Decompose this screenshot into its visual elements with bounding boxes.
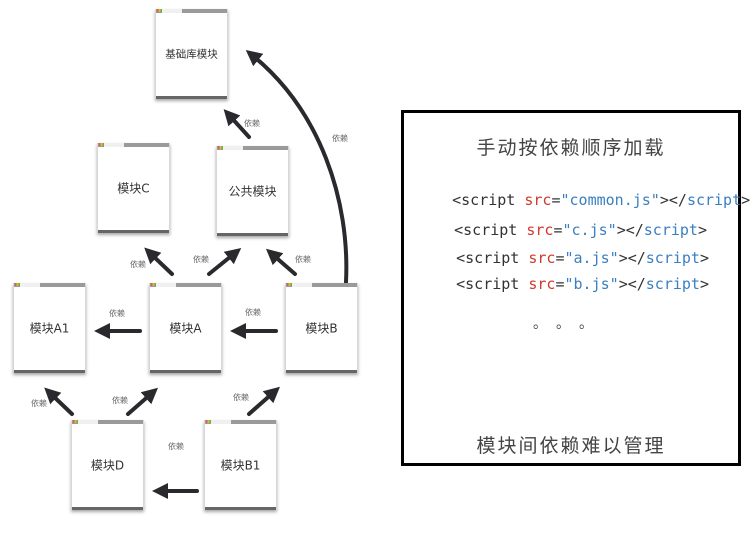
- equals: =: [551, 191, 561, 209]
- attr-value: "b.js": [564, 275, 619, 293]
- attr-value: "a.js": [564, 249, 619, 267]
- arrow-b-to-base-curved: [245, 49, 349, 284]
- panel-conclusion: 模块间依赖难以管理: [476, 435, 666, 457]
- tag-name: script: [645, 275, 700, 293]
- edge-label: 依赖: [295, 255, 311, 264]
- module-common: 公共模块: [216, 146, 289, 236]
- tag-end: >: [699, 275, 709, 293]
- ellipsis: 。。。: [533, 316, 609, 332]
- tag-open: <script: [452, 191, 516, 209]
- arrow-d-to-a: [126, 387, 159, 416]
- attr-name: src: [524, 191, 552, 209]
- window-titlebar: [205, 420, 276, 424]
- tag-open: <script: [454, 221, 518, 239]
- module-label: 模块B1: [220, 458, 261, 473]
- window-titlebar: [156, 9, 227, 13]
- tag-end: >: [697, 221, 707, 239]
- tag-close: ></: [618, 249, 646, 267]
- tag-close: ></: [659, 191, 687, 209]
- script-loading-panel: 手动按依赖顺序加载 <script src="common.js"></scri…: [401, 110, 750, 466]
- tag-open: <script: [456, 249, 520, 267]
- arrow-b-to-common: [265, 248, 297, 276]
- module-a1: 模块A1: [13, 283, 86, 373]
- script-line: <script src="a.js"></script>: [420, 231, 709, 285]
- edge-label: 依赖: [168, 442, 184, 451]
- window-titlebar: [217, 146, 288, 150]
- window-titlebar: [98, 143, 169, 147]
- edge-label: 依赖: [244, 119, 260, 128]
- module-label: 模块B: [305, 321, 338, 336]
- module-d: 模块D: [71, 420, 144, 510]
- tag-close: ></: [618, 275, 646, 293]
- module-label: 模块A1: [29, 321, 70, 336]
- arrow-d-to-a1: [44, 387, 74, 416]
- edge-label: 依赖: [112, 396, 128, 405]
- module-base-library: 基础库模块: [155, 9, 228, 99]
- edge-label: 依赖: [109, 309, 125, 318]
- module-label: 基础库模块: [165, 48, 218, 61]
- tag-name: script: [686, 191, 742, 209]
- arrow-a-to-c: [144, 247, 174, 276]
- equals: =: [555, 249, 565, 267]
- window-titlebar: [150, 283, 221, 287]
- arrow-b1-to-b: [247, 386, 281, 416]
- attr-name: src: [528, 275, 556, 293]
- tag-open: <script: [456, 275, 520, 293]
- edge-label: 依赖: [245, 308, 261, 317]
- attr-value: "common.js": [560, 191, 660, 209]
- tag-name: script: [645, 249, 700, 267]
- edge-label: 依赖: [193, 255, 209, 264]
- window-titlebar: [72, 420, 143, 424]
- script-line: <script src="c.js"></script>: [418, 203, 707, 257]
- arrow-common-to-base: [223, 109, 251, 139]
- attr-name: src: [528, 249, 556, 267]
- module-b1: 模块B1: [204, 420, 277, 510]
- tag-name: script: [643, 221, 698, 239]
- module-a: 模块A: [149, 283, 222, 373]
- tag-close: ></: [616, 221, 644, 239]
- arrow-a-to-common: [207, 247, 242, 276]
- window-titlebar: [286, 283, 357, 287]
- edge-label: 依赖: [332, 134, 348, 143]
- tag-end: >: [699, 249, 709, 267]
- module-label: 模块D: [90, 458, 125, 473]
- module-b: 模块B: [285, 283, 358, 373]
- window-titlebar: [14, 283, 85, 287]
- panel-heading: 手动按依赖顺序加载: [476, 137, 666, 159]
- tag-end: >: [741, 191, 751, 209]
- attr-value: "c.js": [562, 221, 617, 239]
- script-line: <script src="b.js"></script>: [420, 257, 709, 311]
- equals: =: [553, 221, 563, 239]
- module-c: 模块C: [97, 143, 170, 233]
- module-label: 模块A: [169, 321, 202, 336]
- equals: =: [555, 275, 565, 293]
- script-line: <script src="common.js"></script>: [416, 173, 750, 227]
- edge-label: 依赖: [130, 260, 146, 269]
- module-label: 模块C: [117, 181, 150, 196]
- edge-label: 依赖: [233, 393, 249, 402]
- attr-name: src: [526, 221, 554, 239]
- edge-label: 依赖: [31, 399, 47, 408]
- module-label: 公共模块: [228, 184, 277, 199]
